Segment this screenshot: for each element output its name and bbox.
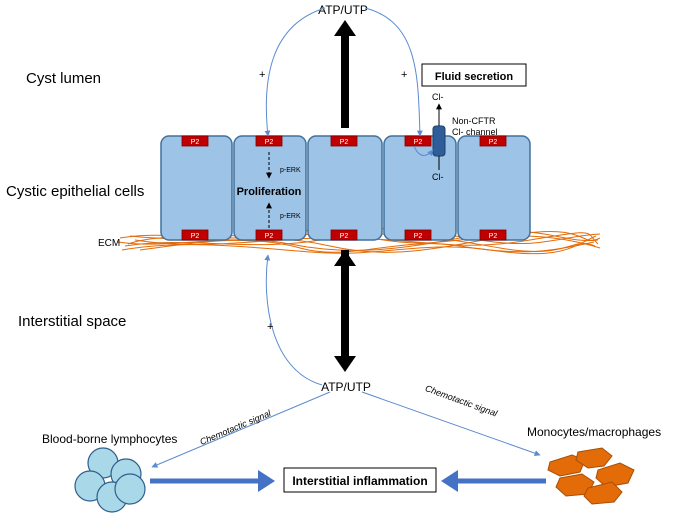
plus-sign: + <box>401 69 407 81</box>
cl-top-label: Cl- <box>432 92 444 102</box>
p2-label: P2 <box>414 139 423 146</box>
p2-label: P2 <box>191 139 200 146</box>
fluid-secretion-box <box>421 63 527 87</box>
signal-arrows <box>151 7 541 468</box>
lymphocytes-label: Blood-borne lymphocytes <box>42 432 177 446</box>
non-cftr-channel <box>432 125 446 157</box>
p2-label: P2 <box>191 233 200 240</box>
p-erk-top-label: p-ERK <box>280 167 301 174</box>
p2-label: P2 <box>340 233 349 240</box>
fluid-secretion-label: Fluid secretion <box>435 71 514 83</box>
p2-receptors-basolateral: P2 P2 P2 P2 P2 <box>181 229 507 241</box>
p2-label: P2 <box>414 233 423 240</box>
arrow-atp-to-p2-basolateral <box>264 254 323 386</box>
thick-arrow-right <box>441 470 546 492</box>
big-arrow-top <box>334 20 356 128</box>
arrow-chemotactic-right <box>361 391 541 457</box>
p-erk-bottom-label: p-ERK <box>280 213 301 220</box>
interstitial-space-label: Interstitial space <box>18 313 126 330</box>
arrow-chemotactic-left <box>151 391 331 468</box>
chemotactic-right-label: Chemotactic signal <box>424 383 500 419</box>
interstitial-inflammation-label: Interstitial inflammation <box>292 474 427 488</box>
epithelial-cell <box>160 135 233 241</box>
plus-sign: + <box>267 321 273 333</box>
non-cftr-label-2: Cl- channel <box>452 127 498 137</box>
thick-arrow-left <box>150 470 275 492</box>
arrow-atp-to-p2-left-apical <box>264 7 326 137</box>
p2-label: P2 <box>340 139 349 146</box>
arrow-atp-to-p2-right-apical <box>364 7 423 137</box>
p2-label: P2 <box>265 139 274 146</box>
p2-label: P2 <box>489 139 498 146</box>
cyst-lumen-label: Cyst lumen <box>26 70 101 87</box>
p2-receptors-apical: P2 P2 P2 P2 P2 <box>181 135 507 147</box>
interstitial-inflammation-box <box>283 467 437 493</box>
proliferation-label: Proliferation <box>237 186 302 198</box>
p2-label: P2 <box>489 233 498 240</box>
ecm-label: ECM <box>98 238 120 249</box>
big-arrow-bottom <box>334 250 356 372</box>
chemotactic-left-label: Chemotactic signal <box>198 408 273 447</box>
cystic-epithelial-cells-label: Cystic epithelial cells <box>6 183 144 200</box>
plus-sign: + <box>259 69 265 81</box>
epithelial-cell <box>457 135 531 241</box>
lymphocytes-cluster <box>74 447 146 513</box>
atp-utp-top-label: ATP/UTP <box>318 3 368 17</box>
monocytes-label: Monocytes/macrophages <box>527 425 661 439</box>
atp-utp-bottom-label: ATP/UTP <box>321 380 371 394</box>
arrow-p2-to-channel <box>413 145 434 157</box>
epithelial-cells <box>160 135 531 241</box>
epithelial-cell <box>307 135 383 241</box>
macrophages-cluster <box>547 447 635 505</box>
cl-bottom-label: Cl- <box>432 172 444 182</box>
non-cftr-label-1: Non-CFTR <box>452 116 496 126</box>
p2-label: P2 <box>265 233 274 240</box>
